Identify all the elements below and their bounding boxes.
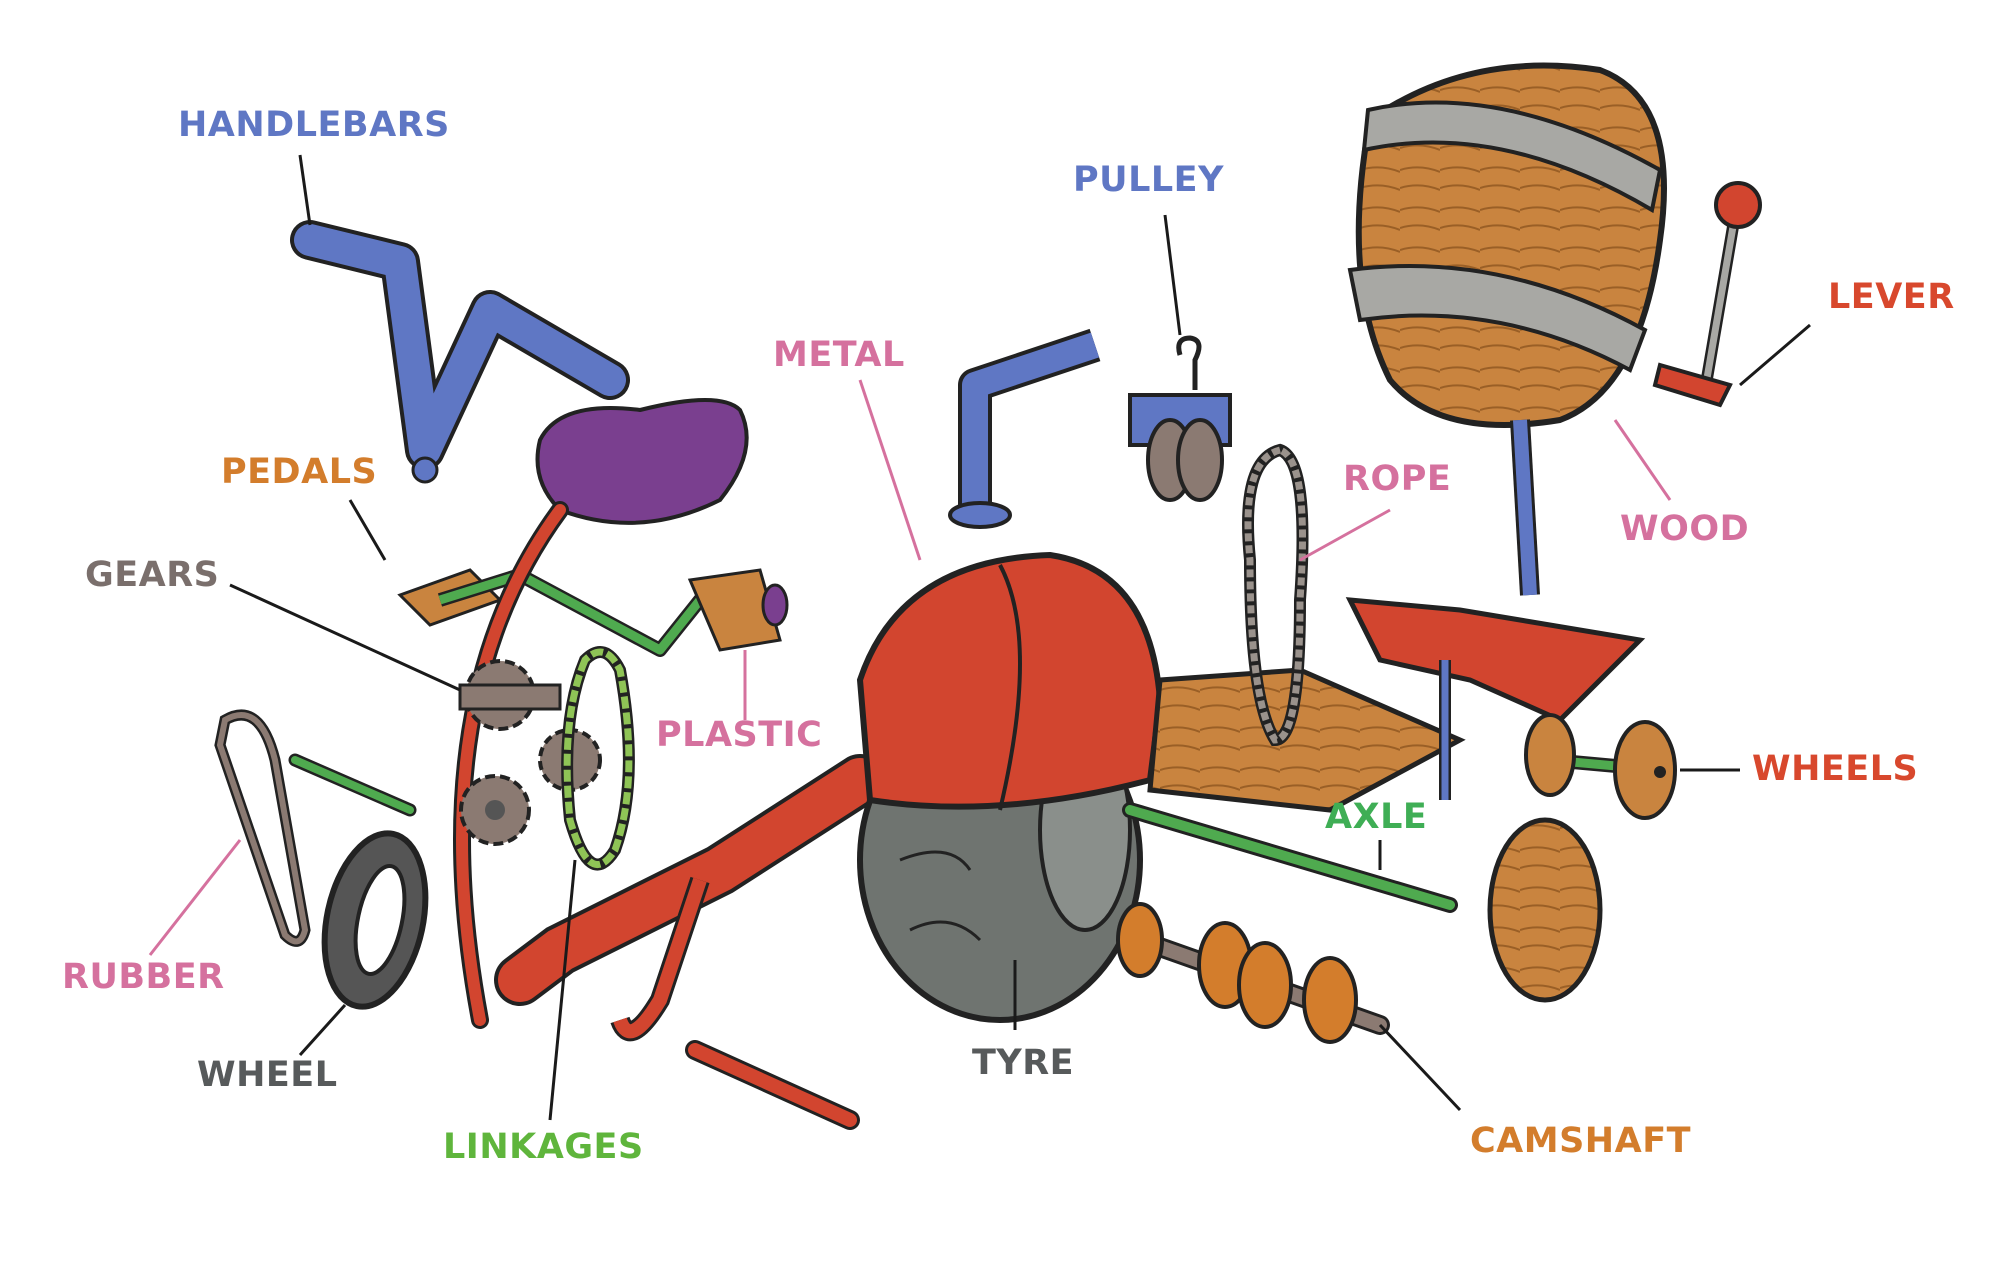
red-pipe-piece <box>685 1040 860 1130</box>
leader-handlebars <box>298 154 312 226</box>
blue-pipe-part <box>948 328 1101 529</box>
leader-lines <box>148 154 1811 1121</box>
label-camshaft: CAMSHAFT <box>1470 1121 1691 1161</box>
leader-wheel <box>298 1003 347 1057</box>
label-pedals: PEDALS <box>221 452 378 492</box>
leader-gears <box>229 583 461 692</box>
label-linkages: LINKAGES <box>443 1127 644 1167</box>
wood-disc-part <box>1487 817 1603 1003</box>
label-plastic: PLASTIC <box>656 715 823 755</box>
wheels-part <box>1524 713 1677 820</box>
leader-camshaft <box>1378 1023 1462 1112</box>
barrel-part <box>1347 62 1667 596</box>
handlebars-part <box>290 220 630 484</box>
gears-part <box>458 659 602 846</box>
seat-part <box>535 398 749 525</box>
mudguard-part <box>856 551 1164 811</box>
axle-part <box>1122 802 1458 913</box>
label-tyre: TYRE <box>972 1043 1075 1083</box>
small-green-rod <box>288 753 417 817</box>
leader-lever <box>1739 323 1811 387</box>
linkages-part <box>561 646 635 871</box>
label-wheels: WHEELS <box>1752 749 1919 789</box>
pulley-part <box>1128 335 1232 502</box>
leader-rubber <box>148 839 242 956</box>
label-axle: AXLE <box>1325 797 1428 837</box>
label-wood: WOOD <box>1620 509 1750 549</box>
leader-wood <box>1613 419 1672 501</box>
label-gears: GEARS <box>85 555 220 595</box>
label-rope: ROPE <box>1343 459 1452 499</box>
label-metal: METAL <box>773 335 905 375</box>
leader-rope <box>1299 508 1391 562</box>
leader-linkages <box>548 859 577 1121</box>
leader-metal <box>858 379 922 561</box>
pedals-part <box>397 568 789 657</box>
leader-pulley <box>1163 214 1182 336</box>
metal-rod-part <box>453 501 569 1029</box>
label-lever: LEVER <box>1828 277 1955 317</box>
camshaft-part <box>1116 902 1390 1044</box>
label-handlebars: HANDLEBARS <box>178 105 450 145</box>
rubber-band-part <box>214 709 311 947</box>
label-wheel: WHEEL <box>197 1055 338 1095</box>
lever-part <box>1652 181 1762 408</box>
leader-pedals <box>348 499 387 561</box>
label-rubber: RUBBER <box>62 957 225 997</box>
wooden-board-part <box>1147 667 1466 813</box>
small-wheel-part <box>321 830 429 1010</box>
metal-frame-part <box>494 754 886 1042</box>
label-pulley: PULLEY <box>1073 160 1224 200</box>
rope-part <box>1242 443 1309 747</box>
